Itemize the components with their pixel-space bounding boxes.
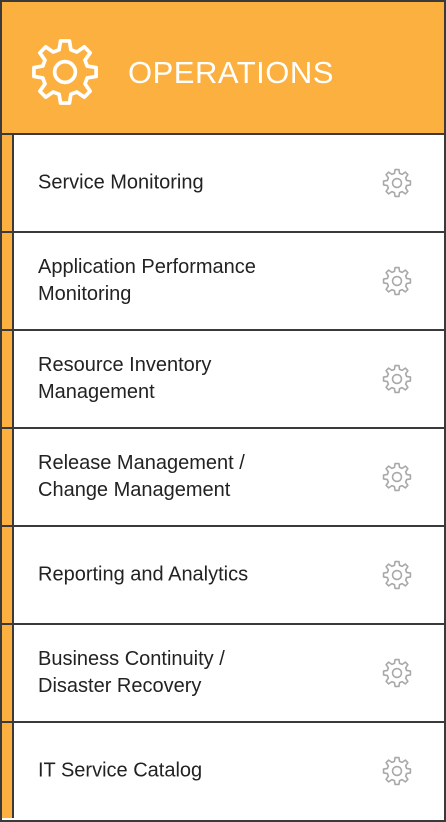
operations-list: Service Monitoring Application Performan… (2, 135, 444, 818)
list-item-business-continuity[interactable]: Business Continuity / Disaster Recovery (2, 625, 444, 723)
list-item-release-management[interactable]: Release Management / Change Management (2, 429, 444, 527)
list-item-service-monitoring[interactable]: Service Monitoring (2, 135, 444, 233)
row-accent-bar (2, 135, 14, 231)
list-item-resource-inventory-management[interactable]: Resource Inventory Management (2, 331, 444, 429)
list-item-reporting-and-analytics[interactable]: Reporting and Analytics (2, 527, 444, 625)
list-item-label: Resource Inventory Management (38, 354, 212, 403)
list-item-application-performance-monitoring[interactable]: Application Performance Monitoring (2, 233, 444, 331)
gear-icon (382, 462, 412, 492)
gear-icon (382, 266, 412, 296)
gear-icon (32, 39, 98, 105)
gear-icon (382, 560, 412, 590)
row-accent-bar (2, 331, 14, 427)
list-item-label: Release Management / Change Management (38, 452, 245, 501)
page-title: OPERATIONS (128, 55, 334, 90)
list-item-label: Service Monitoring (38, 171, 204, 194)
gear-icon (382, 364, 412, 394)
row-accent-bar (2, 527, 14, 623)
gear-icon (382, 168, 412, 198)
row-accent-bar (2, 625, 14, 721)
gear-icon (382, 658, 412, 688)
list-item-label: Application Performance Monitoring (38, 256, 256, 305)
list-item-it-service-catalog[interactable]: IT Service Catalog (2, 723, 444, 818)
gear-icon (382, 756, 412, 785)
row-accent-bar (2, 233, 14, 329)
list-item-label: Business Continuity / Disaster Recovery (38, 648, 225, 697)
list-item-label: Reporting and Analytics (38, 563, 249, 586)
row-accent-bar (2, 723, 14, 818)
row-accent-bar (2, 429, 14, 525)
panel-header: OPERATIONS (2, 2, 444, 135)
list-item-label: IT Service Catalog (38, 759, 203, 781)
